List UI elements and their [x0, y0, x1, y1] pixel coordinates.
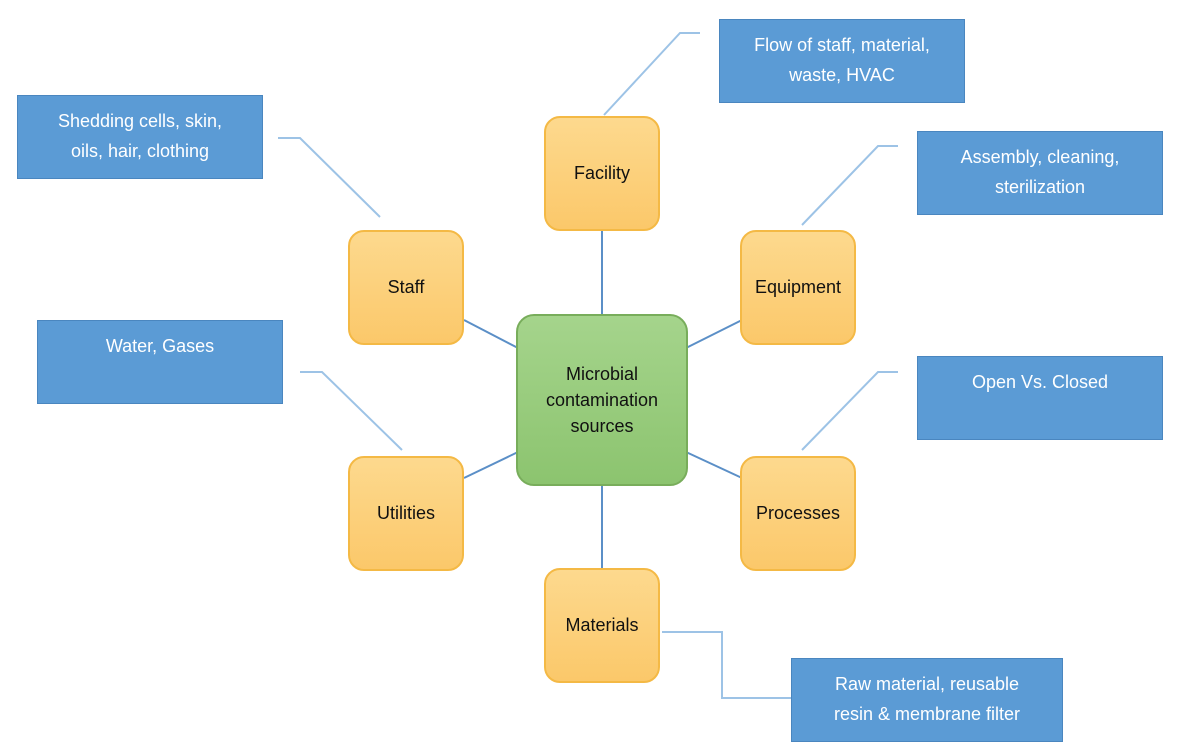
center-line-3: sources	[570, 416, 634, 436]
note-facility: Flow of staff, material, waste, HVAC	[719, 19, 965, 103]
note-staff-line-1: Shedding cells, skin,	[57, 111, 223, 131]
connector-materials-note	[662, 631, 792, 699]
note-materials: Raw material, reusable resin & membrane …	[791, 658, 1063, 742]
note-equipment: Assembly, cleaning, sterilization	[917, 131, 1163, 215]
connector-facility-note	[603, 32, 700, 116]
note-staff: Shedding cells, skin, oils, hair, clothi…	[17, 95, 263, 179]
node-facility: Facility	[544, 116, 660, 231]
center-line-2: contamination	[545, 390, 659, 410]
node-staff: Staff	[348, 230, 464, 345]
connector-center-staff	[463, 319, 519, 349]
connector-center-utilities	[463, 451, 519, 479]
node-equipment: Equipment	[740, 230, 856, 345]
note-equipment-line-2: sterilization	[994, 177, 1086, 197]
center-node: Microbial contamination sources	[516, 314, 688, 486]
connector-processes-note	[801, 371, 898, 451]
center-line-1: Microbial	[565, 364, 638, 384]
note-equipment-line-1: Assembly, cleaning,	[960, 147, 1120, 167]
note-processes-line-1: Open Vs. Closed	[971, 372, 1109, 392]
node-utilities: Utilities	[348, 456, 464, 571]
connector-center-processes	[685, 451, 743, 479]
note-facility-line-1: Flow of staff, material,	[754, 35, 930, 55]
note-staff-line-2: oils, hair, clothing	[70, 141, 210, 161]
note-materials-line-1: Raw material, reusable	[834, 674, 1020, 694]
note-processes: Open Vs. Closed	[917, 356, 1163, 440]
connector-center-equipment	[685, 319, 743, 349]
connector-utilities-note	[300, 371, 403, 451]
connector-equipment-note	[801, 145, 898, 226]
node-materials: Materials	[544, 568, 660, 683]
node-processes: Processes	[740, 456, 856, 571]
note-facility-line-2: waste, HVAC	[789, 65, 895, 85]
note-materials-line-2: resin & membrane filter	[833, 704, 1021, 724]
note-utilities: Water, Gases	[37, 320, 283, 404]
connector-staff-note	[278, 137, 381, 218]
note-utilities-line-1: Water, Gases	[105, 336, 215, 356]
